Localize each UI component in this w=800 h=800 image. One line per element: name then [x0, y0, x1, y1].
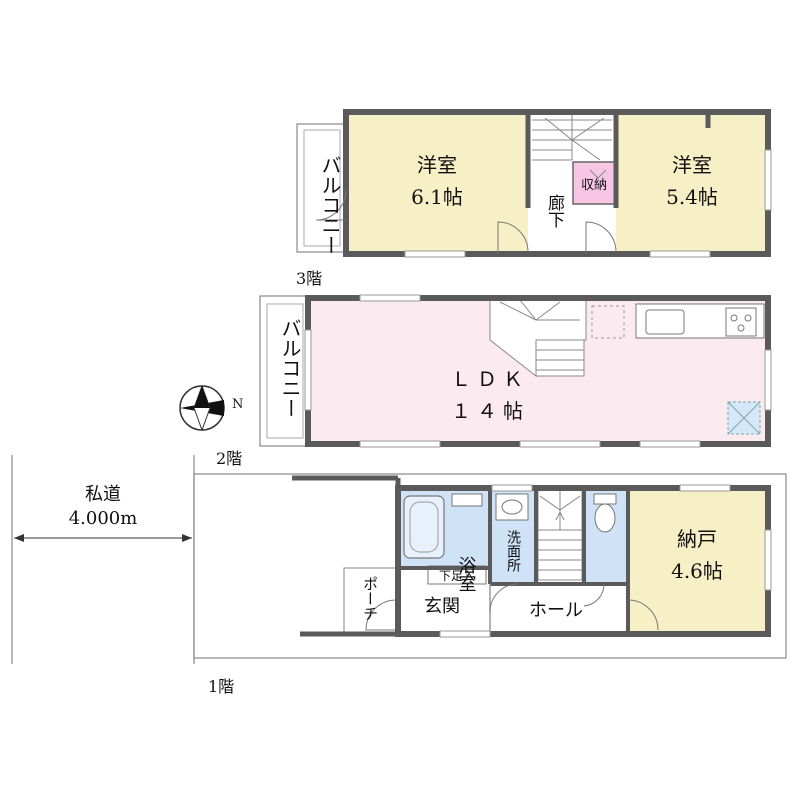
stairs-3f — [532, 112, 612, 179]
room-left-size: 6.1帖 — [411, 185, 463, 209]
hall-label: ホール — [529, 600, 583, 621]
road-name: 私道 — [85, 484, 121, 505]
storeroom-size: 4.6帖 — [671, 559, 723, 583]
storage-label: 収納 — [581, 178, 607, 193]
floor-3: バルコニー 洋室 6.1帖 洋室 5.4帖 廊下 収納 3階 — [296, 109, 772, 288]
floor-label-1f: 1階 — [208, 677, 234, 696]
washroom-label: 洗面所 — [505, 530, 521, 572]
room-western-right — [616, 112, 768, 254]
road-width: 4.000m — [69, 508, 138, 529]
kitchen-counter — [591, 303, 765, 435]
entrance-label: 玄関 — [424, 596, 460, 617]
ldk-name: ＬＤＫ — [451, 367, 529, 391]
storage-closet — [572, 161, 616, 205]
shoe-storage-label: 下足入 — [439, 569, 475, 583]
porch-label: ポーチ — [361, 576, 379, 621]
storeroom-name: 納戸 — [677, 527, 717, 551]
stairs-1f — [537, 489, 583, 581]
bathtub-icon — [403, 495, 445, 559]
ldk-size: １４帖 — [451, 399, 529, 423]
fridge-space — [591, 305, 625, 339]
stove-icon — [725, 307, 757, 337]
balcony-label-3f: バルコニー — [318, 155, 342, 255]
floor-label-2f: 2階 — [216, 449, 242, 468]
floor-1: 浴室 洗面所 下足入 ポーチ 玄関 ホール 納戸 4.6帖 1階 — [193, 473, 787, 696]
room-left-name: 洋室 — [417, 153, 457, 177]
room-right-size: 5.4帖 — [666, 185, 718, 209]
washbasin-icon — [495, 493, 529, 521]
compass-north: N — [232, 397, 243, 412]
balcony-label-2f: バルコニー — [278, 318, 302, 418]
site-boundary — [193, 473, 787, 659]
toilet-icon — [593, 493, 617, 533]
room-storeroom — [628, 488, 768, 634]
corridor-label: 廊下 — [544, 194, 565, 228]
floor-label-3f: 3階 — [296, 269, 322, 288]
stairs-2f — [489, 297, 587, 378]
private-road: 私道 4.000m — [11, 455, 195, 664]
bath-label: 浴室 — [456, 556, 477, 592]
room-western-left — [346, 112, 528, 254]
floor-2: バルコニー ＬＤＫ １４帖 2階 — [216, 294, 772, 468]
compass-icon: N — [179, 384, 243, 432]
room-right-name: 洋室 — [672, 153, 712, 177]
sink-icon — [645, 309, 685, 335]
